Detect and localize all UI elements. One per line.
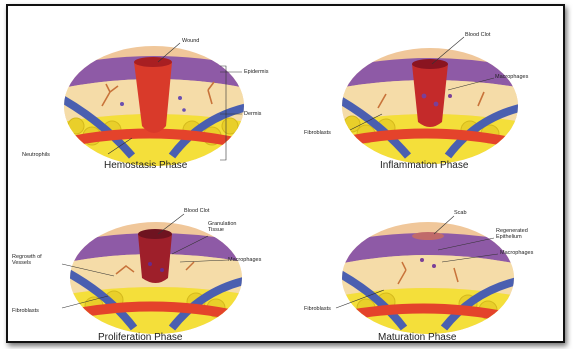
label-blood-clot: Blood Clot — [184, 208, 209, 214]
label-regenerated-epithelium: Regenerated Epithelium — [496, 228, 528, 240]
label-epidermis: Epidermis — [244, 69, 268, 75]
panel-proliferation: Blood Clot Granulation Tissue Regrowth o… — [68, 204, 278, 344]
label-fibroblasts: Fibroblasts — [304, 306, 331, 312]
panel-maturation: Scab Regenerated Epithelium Macrophages … — [338, 204, 538, 344]
label-regrowth-of-vessels: Regrowth of Vessels — [12, 254, 42, 266]
figure-frame: Wound Epidermis Dermis Neutrophils Hemos… — [6, 4, 565, 343]
inflammation-illustration — [338, 26, 538, 176]
label-scab: Scab — [454, 210, 467, 216]
blood-clot-icon — [138, 234, 172, 283]
label-dermis: Dermis — [244, 111, 261, 117]
label-granulation-tissue: Granulation Tissue — [208, 221, 236, 233]
label-fibroblasts: Fibroblasts — [304, 130, 331, 136]
label-macrophages: Macrophages — [500, 250, 533, 256]
phase-title-maturation: Maturation Phase — [378, 332, 456, 343]
scab-icon — [412, 232, 444, 240]
label-fibroblasts: Fibroblasts — [12, 308, 39, 314]
phase-title-hemostasis: Hemostasis Phase — [104, 160, 187, 171]
maturation-illustration — [338, 204, 538, 344]
label-wound: Wound — [182, 38, 199, 44]
phase-title-proliferation: Proliferation Phase — [98, 332, 183, 343]
panel-inflammation: Blood Clot Macrophages Fibroblasts Infla… — [338, 26, 538, 176]
label-blood-clot: Blood Clot — [465, 32, 490, 38]
label-macrophages: Macrophages — [495, 74, 528, 80]
panel-hemostasis: Wound Epidermis Dermis Neutrophils Hemos… — [62, 26, 272, 176]
label-macrophages: Macrophages — [228, 257, 261, 263]
label-neutrophils: Neutrophils — [22, 152, 50, 158]
hemostasis-illustration — [62, 26, 272, 176]
phase-title-inflammation: Inflammation Phase — [380, 160, 468, 171]
proliferation-illustration — [68, 204, 278, 344]
